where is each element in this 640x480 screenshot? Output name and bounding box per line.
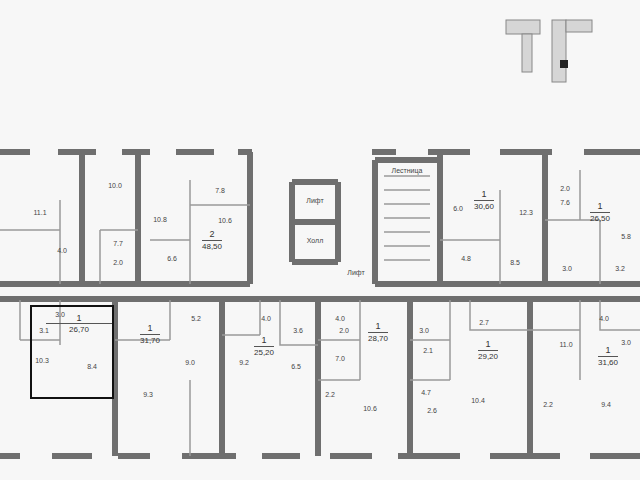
room-count: 1 — [478, 339, 498, 349]
room-area: 10.8 — [153, 216, 167, 223]
apartment-label: 125,20 — [254, 335, 274, 357]
room-count: 2 — [202, 229, 222, 239]
room-area: 9.2 — [239, 359, 249, 366]
room-area: 5.2 — [191, 315, 201, 322]
room-area: 2.1 — [423, 347, 433, 354]
room-area: 4.0 — [57, 247, 67, 254]
room-area: 6.0 — [453, 205, 463, 212]
room-name: Лифт — [347, 269, 364, 276]
room-area: 12.3 — [519, 209, 533, 216]
room-area: 9.4 — [601, 401, 611, 408]
room-area: 6.5 — [291, 363, 301, 370]
room-area: 2.2 — [543, 401, 553, 408]
room-count: 1 — [590, 201, 610, 211]
room-area: 6.6 — [167, 255, 177, 262]
room-area: 2.7 — [479, 319, 489, 326]
room-area: 7.0 — [335, 355, 345, 362]
apartment-area: 31,70 — [140, 334, 160, 345]
room-area: 4.0 — [599, 315, 609, 322]
room-count: 1 — [254, 335, 274, 345]
room-area: 8.5 — [510, 259, 520, 266]
walls — [0, 152, 640, 456]
room-area: 2.0 — [560, 185, 570, 192]
apartment-label: 129,20 — [478, 339, 498, 361]
apartment-label: 126,50 — [590, 201, 610, 223]
room-name: Холл — [307, 237, 324, 244]
room-area: 9.3 — [143, 391, 153, 398]
room-area: 7.8 — [215, 187, 225, 194]
room-area: 4.7 — [421, 389, 431, 396]
room-name: Лифт — [306, 197, 323, 204]
apartment-label: 131,70 — [140, 323, 160, 345]
room-area: 2.2 — [325, 391, 335, 398]
room-area: 9.0 — [185, 359, 195, 366]
room-area: 7.6 — [560, 199, 570, 206]
room-area: 3.1 — [39, 327, 49, 334]
apartment-area: 48,50 — [202, 240, 222, 251]
room-area: 2.0 — [339, 327, 349, 334]
room-area: 8.4 — [87, 363, 97, 370]
apartment-area: 31,60 — [598, 356, 618, 367]
apartment-label: 131,60 — [598, 345, 618, 367]
room-count: 1 — [474, 189, 494, 199]
room-area: 4.8 — [461, 255, 471, 262]
room-count: 1 — [368, 321, 388, 331]
key-plan — [506, 20, 592, 82]
apartment-area: 26,50 — [590, 212, 610, 223]
inner-lines — [0, 170, 640, 456]
room-area: 4.0 — [261, 315, 271, 322]
selected-apartment: 126,70 — [30, 305, 114, 399]
room-area: 10.6 — [218, 217, 232, 224]
room-area: 2.6 — [427, 407, 437, 414]
apartment-label: 128,70 — [368, 321, 388, 343]
room-area: 11.0 — [559, 341, 572, 348]
room-area: 10.4 — [471, 397, 485, 404]
room-count: 1 — [140, 323, 160, 333]
room-area: 10.6 — [363, 405, 377, 412]
room-name: Лестница — [392, 167, 423, 174]
room-area: 10.3 — [35, 357, 49, 364]
room-area: 3.0 — [562, 265, 572, 272]
room-area: 3.6 — [293, 327, 303, 334]
room-area: 10.0 — [108, 182, 122, 189]
apartment-area: 29,20 — [478, 350, 498, 361]
room-area: 7.7 — [113, 240, 123, 247]
room-area: 5.8 — [621, 233, 631, 240]
room-area: 3.0 — [55, 311, 65, 318]
room-area: 3.0 — [621, 339, 631, 346]
room-area: 3.0 — [419, 327, 429, 334]
room-area: 3.2 — [615, 265, 625, 272]
apartment-label: 130,60 — [474, 189, 494, 211]
apartment-area: 28,70 — [368, 332, 388, 343]
apartment-area: 30,60 — [474, 200, 494, 211]
apartment-label: 248,50 — [202, 229, 222, 251]
room-area: 4.0 — [335, 315, 345, 322]
apartment-area: 25,20 — [254, 346, 274, 357]
room-count: 1 — [598, 345, 618, 355]
apartment-area: 26,70 — [46, 323, 112, 334]
room-area: 2.0 — [113, 259, 123, 266]
room-area: 11.1 — [33, 209, 46, 216]
